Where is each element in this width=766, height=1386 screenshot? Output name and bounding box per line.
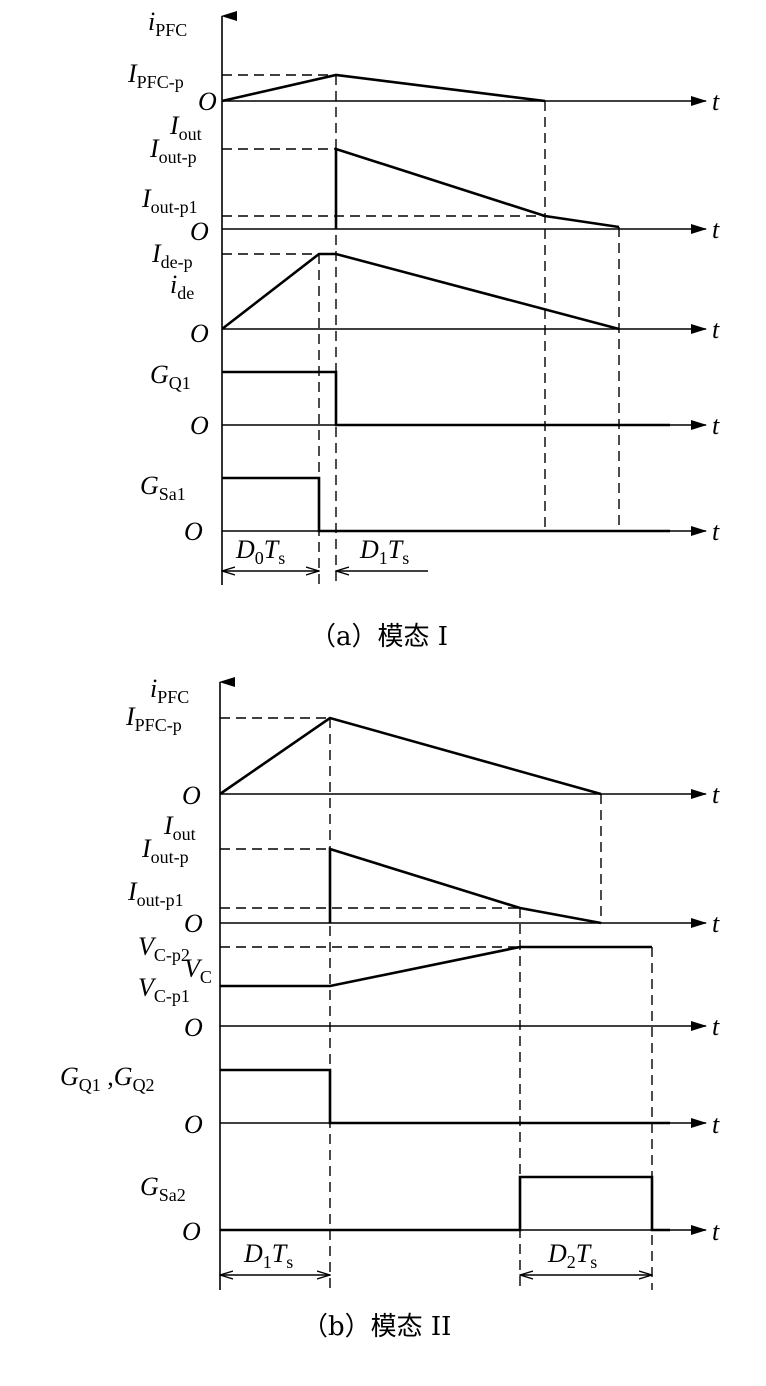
b-vc-label: VC xyxy=(184,954,212,987)
b-ipfc-waveform xyxy=(219,716,602,796)
a-iout-label: Iout xyxy=(169,111,202,144)
b-iout-peak-label: Iout-p xyxy=(141,834,189,867)
b-gsa2-label: GSa2 xyxy=(140,1172,186,1205)
a-origin-ide: O xyxy=(190,319,209,348)
a-origin-iout: O xyxy=(190,217,209,246)
a-t-label-1: t xyxy=(712,87,720,116)
b-gq-waveform xyxy=(220,1068,670,1125)
a-ipfc-waveform xyxy=(221,73,546,103)
a-gq1-label: GQ1 xyxy=(150,360,191,393)
b-t-label-2: t xyxy=(712,909,720,938)
a-gq1-waveform xyxy=(222,370,670,427)
b-t-label-1: t xyxy=(712,780,720,809)
b-origin-iout: O xyxy=(184,909,203,938)
b-vc-p1-label: VC-p1 xyxy=(138,973,190,1006)
a-ide-label: ide xyxy=(170,270,194,303)
a-iout-p1-label: Iout-p1 xyxy=(141,184,198,217)
a-t-label-3: t xyxy=(712,315,720,344)
b-t-label-5: t xyxy=(712,1217,720,1246)
b-ipfc-peak-label: IPFC-p xyxy=(125,702,182,735)
figure-a: iPFC IPFC-p O t Iout Iout-p Iout-p1 O t … xyxy=(127,7,720,652)
b-d1ts-label: D1Ts xyxy=(243,1239,293,1272)
b-t-label-3: t xyxy=(712,1012,720,1041)
b-origin-gq: O xyxy=(184,1110,203,1139)
b-origin-ipfc: O xyxy=(182,781,201,810)
a-ide-waveform xyxy=(221,252,620,331)
figure-b: iPFC IPFC-p O t Iout Iout-p Iout-p1 O t … xyxy=(60,674,720,1342)
b-ipfc-axis-label: iPFC xyxy=(150,674,189,707)
a-t-label-4: t xyxy=(712,411,720,440)
b-iout-p1-label: Iout-p1 xyxy=(127,877,184,910)
b-t-label-4: t xyxy=(712,1110,720,1139)
b-iout-label: Iout xyxy=(163,811,196,844)
a-gsa1-label: GSa1 xyxy=(140,471,186,504)
a-iout-peak-label: Iout-p xyxy=(149,134,197,167)
b-vc-p2-label: VC-p2 xyxy=(138,932,190,965)
a-t-label-5: t xyxy=(712,517,720,546)
b-caption: （b）模态 II xyxy=(302,1312,451,1342)
a-d0ts-label: D0Ts xyxy=(235,535,285,568)
a-t-label-2: t xyxy=(712,215,720,244)
a-gsa1-waveform xyxy=(222,476,670,533)
a-ipfc-axis-label: iPFC xyxy=(148,7,187,40)
a-ipfc-peak-label: IPFC-p xyxy=(127,59,184,92)
a-d1ts-label: D1Ts xyxy=(359,535,409,568)
a-origin-ipfc: O xyxy=(198,87,217,116)
b-iout-waveform xyxy=(328,847,602,925)
b-gq1-gq2-label: GQ1 ,GQ2 xyxy=(60,1062,155,1095)
b-gsa2-waveform xyxy=(220,1175,670,1232)
b-origin-gsa2: O xyxy=(182,1217,201,1246)
a-ide-peak-label: Ide-p xyxy=(151,239,193,272)
b-d2ts-label: D2Ts xyxy=(547,1239,597,1272)
b-origin-vc: O xyxy=(184,1013,203,1042)
b-vc-waveform xyxy=(220,945,652,988)
a-origin-gq1: O xyxy=(190,411,209,440)
a-origin-gsa1: O xyxy=(184,517,203,546)
a-caption: （a）模态 I xyxy=(310,622,448,652)
a-iout-waveform xyxy=(334,147,620,229)
